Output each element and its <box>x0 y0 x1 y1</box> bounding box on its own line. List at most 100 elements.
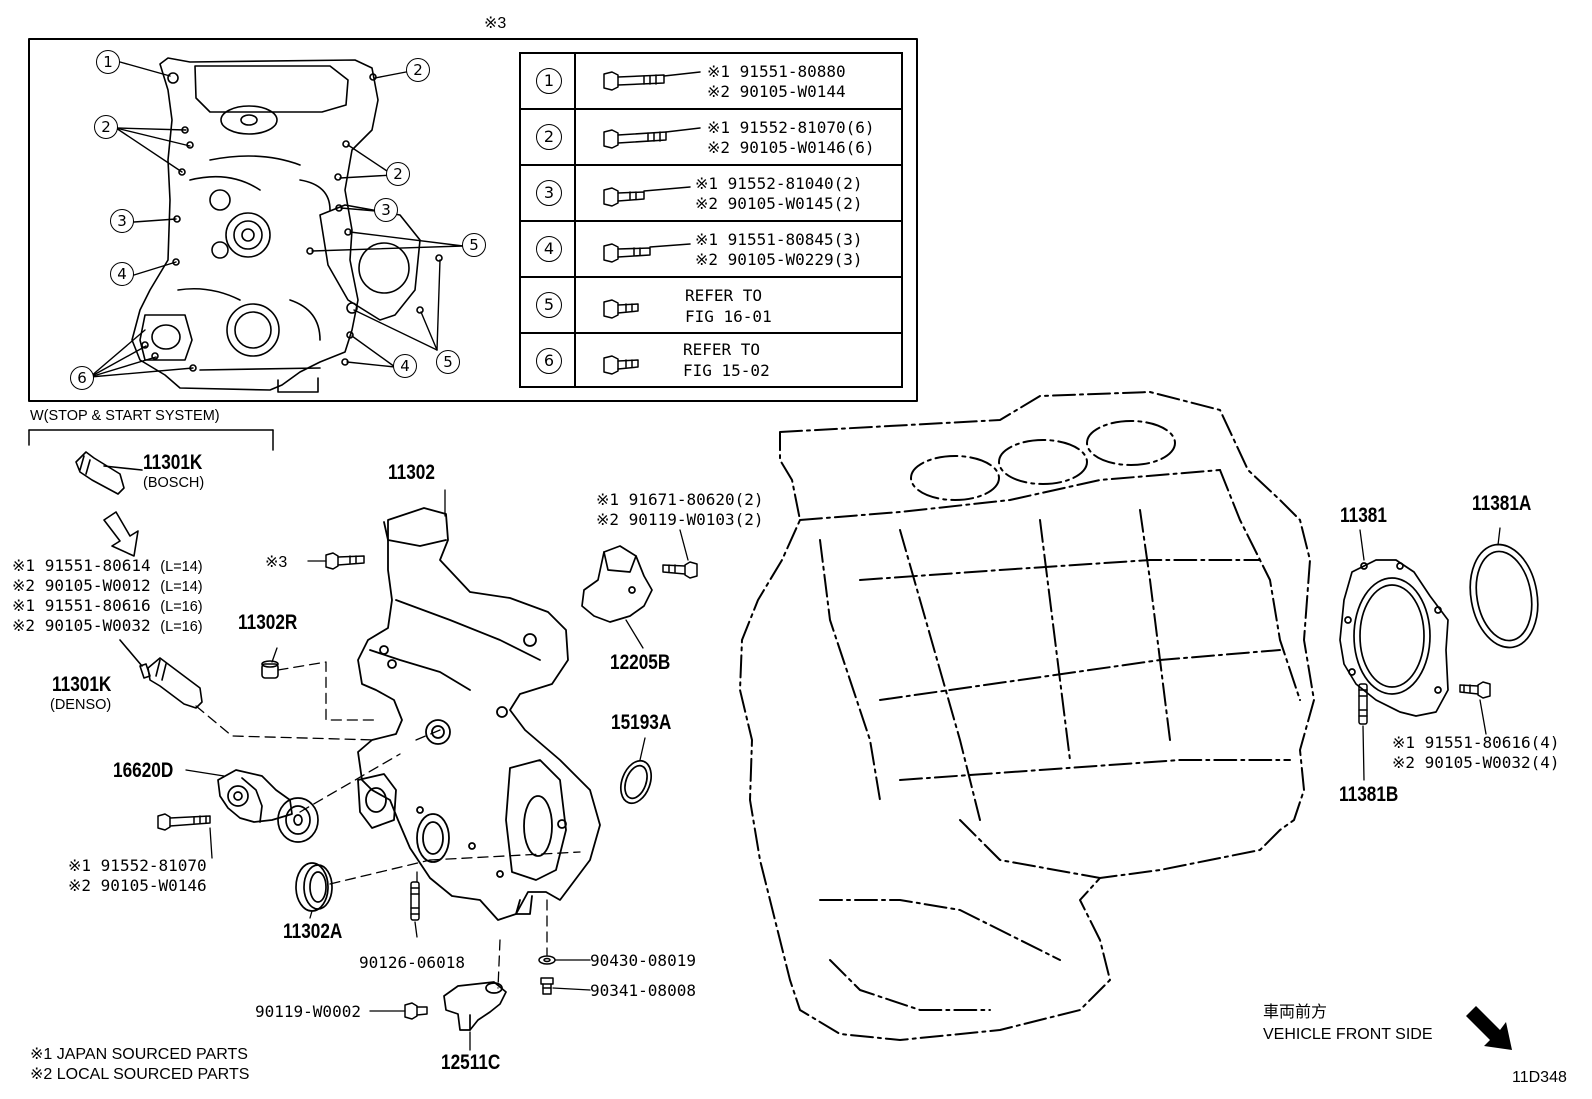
row-number: 3 <box>536 180 562 206</box>
denso-sensor-drawing <box>119 639 203 709</box>
sensor-bolt-3: ※1 91551-80616 (L=16) <box>12 596 203 615</box>
row-number: 6 <box>536 348 562 374</box>
row-number: 4 <box>536 236 562 262</box>
bosch-sensor-drawing <box>75 451 143 495</box>
table-row: 3 ※1 91552-81040(2) ※2 90105-W0145(2) <box>521 166 901 222</box>
part-11301K-bosch: 11301K <box>143 451 203 474</box>
bolt-12205B-1: ※1 91671-80620(2) <box>596 490 764 509</box>
row-line1: ※1 91551-80845(3) <box>695 230 863 249</box>
guide-12205B-drawing <box>581 545 653 623</box>
bolt-12205B-2: ※2 90119-W0103(2) <box>596 510 764 529</box>
hollow-arrow <box>103 511 139 557</box>
inset-callout-6: 6 <box>70 366 94 390</box>
sensor-bolt-4: ※2 90105-W0032 (L=16) <box>12 616 203 635</box>
table-row: 4 ※1 91551-80845(3) ※2 90105-W0229(3) <box>521 222 901 278</box>
header-mark-3: ※3 <box>484 15 507 32</box>
part-16620D: 16620D <box>113 759 174 782</box>
retainer-11381-drawing <box>1339 559 1449 717</box>
inset-leaders <box>89 61 464 378</box>
inset-callout-1: 1 <box>96 50 120 74</box>
bolt-11381-drawing <box>1459 681 1491 699</box>
seal-15193A-drawing <box>619 759 653 805</box>
front-side-jp: 車両前方 <box>1263 1002 1328 1021</box>
table-row: 5 REFER TO FIG 16-01 <box>521 278 901 334</box>
part-12511C: 12511C <box>441 1051 501 1074</box>
part-11301K-denso: 11301K <box>52 673 112 696</box>
inset-callout-5b: 5 <box>436 350 460 374</box>
mark-3-bolt-label: ※3 <box>265 554 288 571</box>
bolt-11381-1: ※1 91551-80616(4) <box>1392 733 1560 752</box>
front-side-en: VEHICLE FRONT SIDE <box>1263 1026 1433 1043</box>
row-number: 2 <box>536 124 562 150</box>
figure-code: 11D348 <box>1512 1069 1567 1086</box>
table-row: 1 ※1 91551-80880 ※2 90105-W0144 <box>521 54 901 110</box>
row-number: 5 <box>536 292 562 318</box>
inset-callout-2a: 2 <box>406 58 430 82</box>
inset-callout-4a: 4 <box>110 262 134 286</box>
row-line2: ※2 90105-W0144 <box>707 82 846 101</box>
part-15193A: 15193A <box>611 711 672 734</box>
table-bolt-sketches <box>603 71 701 375</box>
row-line1: REFER TO <box>683 340 761 359</box>
row-line1: REFER TO <box>685 286 763 305</box>
sensor-bolt-1: ※1 91551-80614 (L=14) <box>12 556 203 575</box>
inset-callout-2b: 2 <box>94 115 118 139</box>
dashed-assembly-lines <box>195 661 581 989</box>
plug-11302R-drawing <box>261 660 279 679</box>
table-row: 6 REFER TO FIG 15-02 <box>521 334 901 386</box>
part-11302A: 11302A <box>283 920 343 943</box>
part-11302R: 11302R <box>238 611 298 634</box>
stop-start-title: W(STOP & START SYSTEM) <box>30 408 220 424</box>
row-line1: ※1 91552-81070(6) <box>707 118 875 137</box>
inset-callout-3a: 3 <box>110 209 134 233</box>
denso-maker-label: (DENSO) <box>50 697 112 713</box>
row-line1: ※1 91551-80880 <box>707 62 846 81</box>
part-11381A: 11381A <box>1472 492 1532 515</box>
inset-timing-cover <box>131 57 443 393</box>
stud-90126-drawing <box>410 881 420 921</box>
part-90126-06018: 90126-06018 <box>359 953 465 972</box>
legend-local-sourced: ※2 LOCAL SOURCED PARTS <box>30 1066 250 1083</box>
bolt-16620D-2: ※2 90105-W0146 <box>68 876 207 895</box>
inset-callout-2c: 2 <box>386 162 410 186</box>
part-90341-08008: 90341-08008 <box>590 981 696 1000</box>
inset-callout-4b: 4 <box>393 354 417 378</box>
front-arrow-icon <box>1466 1006 1512 1050</box>
inset-frame <box>28 38 918 402</box>
stud-11381B-drawing <box>1358 683 1368 725</box>
row-line1: ※1 91552-81040(2) <box>695 174 863 193</box>
row-number: 1 <box>536 68 562 94</box>
row-line2: FIG 16-01 <box>685 307 772 326</box>
inset-callout-5a: 5 <box>462 233 486 257</box>
row-line2: ※2 90105-W0145(2) <box>695 194 863 213</box>
table-row: 2 ※1 91552-81070(6) ※2 90105-W0146(6) <box>521 110 901 166</box>
sensor-bolt-2: ※2 90105-W0012 (L=14) <box>12 576 203 595</box>
row-line2: ※2 90105-W0229(3) <box>695 250 863 269</box>
part-90119-W0002: 90119-W0002 <box>255 1002 361 1021</box>
seal-11302A-drawing <box>295 862 333 912</box>
part-11381B: 11381B <box>1339 783 1399 806</box>
bolt-90119-drawing <box>404 1002 428 1020</box>
bolt-mark3-drawing <box>325 552 365 570</box>
row-line2: ※2 90105-W0146(6) <box>707 138 875 157</box>
timing-cover-drawing <box>357 507 601 921</box>
part-11381: 11381 <box>1340 504 1387 527</box>
part-11302: 11302 <box>388 461 435 484</box>
tensioner-16620D-drawing <box>217 769 319 843</box>
bolt-11381-2: ※2 90105-W0032(4) <box>1392 753 1560 772</box>
stop-start-bracket <box>28 429 274 451</box>
row-line2: FIG 15-02 <box>683 361 770 380</box>
part-leaders <box>185 489 1501 1051</box>
engine-block-drawing <box>739 391 1315 1041</box>
part-12205B: 12205B <box>610 651 671 674</box>
bosch-maker-label: (BOSCH) <box>143 475 205 491</box>
inset-callout-3b: 3 <box>374 198 398 222</box>
legend-japan-sourced: ※1 JAPAN SOURCED PARTS <box>30 1046 248 1063</box>
seal-11381A-drawing <box>1469 543 1539 649</box>
part-90430-08019: 90430-08019 <box>590 951 696 970</box>
bracket-12511C-drawing <box>443 981 507 1031</box>
bolt-16620D-1: ※1 91552-81070 <box>68 856 207 875</box>
bolt-16620D-drawing <box>157 813 211 831</box>
bolt-12205B-drawing <box>662 561 698 579</box>
